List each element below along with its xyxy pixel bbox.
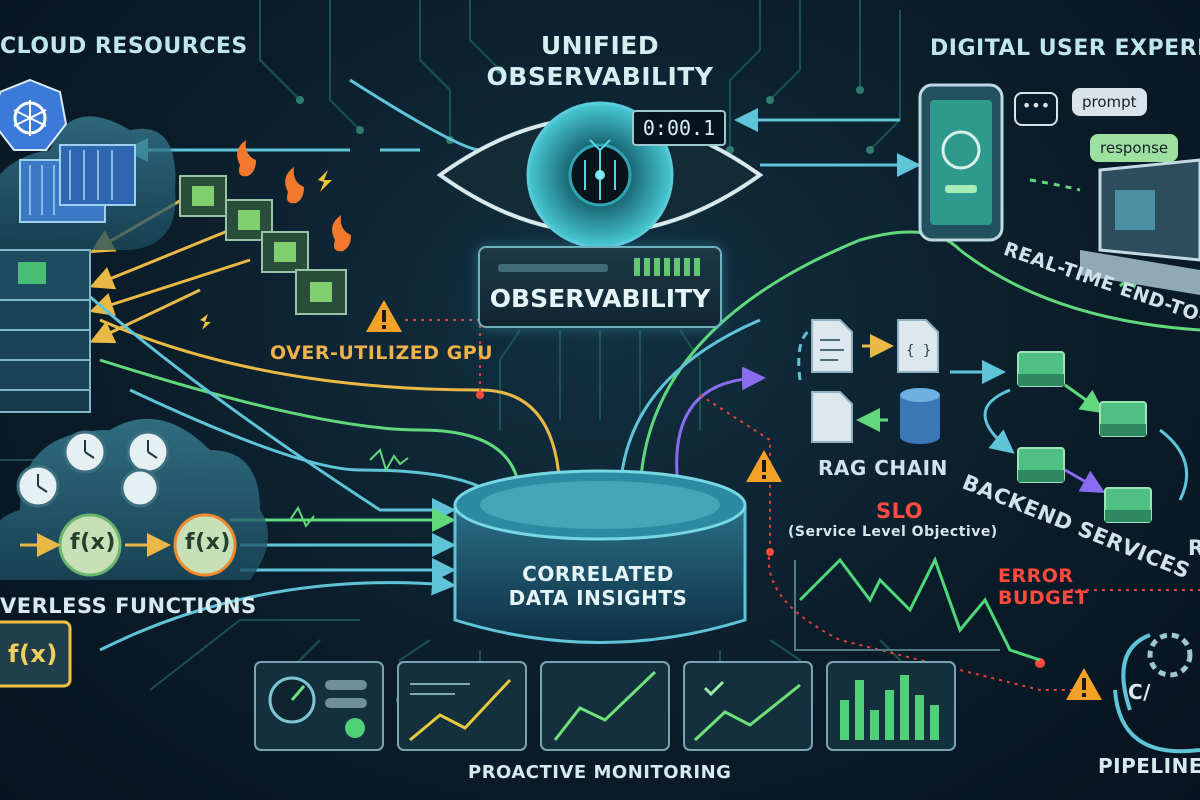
- response-bubble: response: [1090, 134, 1179, 162]
- function-icon: [0, 513, 237, 688]
- prompt-bubble: prompt: [1072, 88, 1147, 116]
- gear-icon: [1113, 632, 1200, 754]
- laptop-icon: [1080, 158, 1200, 295]
- chat-icon: •••: [1014, 92, 1058, 126]
- observability-panel: OBSERVABILITY: [478, 246, 722, 328]
- error-budget-label: ERROR BUDGET: [998, 565, 1089, 609]
- rag-chain-label: RAG CHAIN: [818, 456, 948, 480]
- serverless-functions-label: VERLESS FUNCTIONS: [0, 594, 257, 618]
- slo-error-budget-chart: [794, 556, 1041, 662]
- data-insights-line: DATA INSIGHTS: [508, 586, 688, 610]
- server-rack-icon: [0, 249, 91, 413]
- function-label-3: f(x): [8, 640, 58, 668]
- fire-icon: [237, 140, 351, 252]
- cube-icon: [1017, 351, 1152, 523]
- bar-chart-icon: [840, 675, 939, 740]
- pipeline-label: PIPELINE: [1098, 754, 1200, 778]
- observability-line: OBSERVABILITY: [486, 62, 714, 91]
- cloud-resources-title: CLOUD RESOURCES: [0, 34, 248, 59]
- panel-level-bars: [634, 258, 704, 276]
- function-label-2: f(x): [185, 530, 231, 555]
- code-label: C/: [1128, 680, 1151, 704]
- proactive-monitoring-panels: [254, 661, 956, 751]
- code-braces-text: { }: [906, 343, 931, 359]
- trend-chart-icon: [409, 670, 801, 742]
- gpu-chip-icon: [179, 175, 347, 315]
- function-label-1: f(x): [70, 530, 116, 555]
- unified-observability-title: UNIFIED OBSERVABILITY: [470, 30, 730, 92]
- correlated-data-insights-vat: [453, 469, 747, 644]
- rag-chain-group: { }: [797, 319, 940, 444]
- cloud-resources-group: [0, 78, 176, 413]
- r-fragment-label: R: [1188, 536, 1200, 560]
- correlated-data-insights-label: CORRELATED DATA INSIGHTS: [478, 562, 718, 610]
- serverless-cloud-group: [0, 418, 409, 688]
- digital-user-experience-title: DIGITAL USER EXPERI: [930, 36, 1200, 61]
- over-utilized-gpu-label: OVER-UTILIZED GPU: [270, 342, 494, 364]
- correlated-line: CORRELATED: [522, 562, 674, 586]
- unified-line: UNIFIED: [540, 31, 660, 60]
- slo-full-label: (Service Level Objective): [788, 524, 998, 540]
- proactive-monitoring-label: PROACTIVE MONITORING: [468, 762, 732, 783]
- warning-icon: [366, 300, 1102, 700]
- timer-readout: 0:00.1: [632, 110, 726, 146]
- panel-bar: [498, 264, 608, 272]
- gauge-icon: [268, 676, 367, 738]
- slo-label: SLO: [876, 499, 924, 523]
- smartphone-icon: [918, 83, 1004, 242]
- observability-panel-label: OBSERVABILITY: [489, 284, 711, 313]
- container-icon: [19, 144, 136, 223]
- database-icon: [900, 388, 940, 444]
- kubernetes-icon: [0, 78, 68, 151]
